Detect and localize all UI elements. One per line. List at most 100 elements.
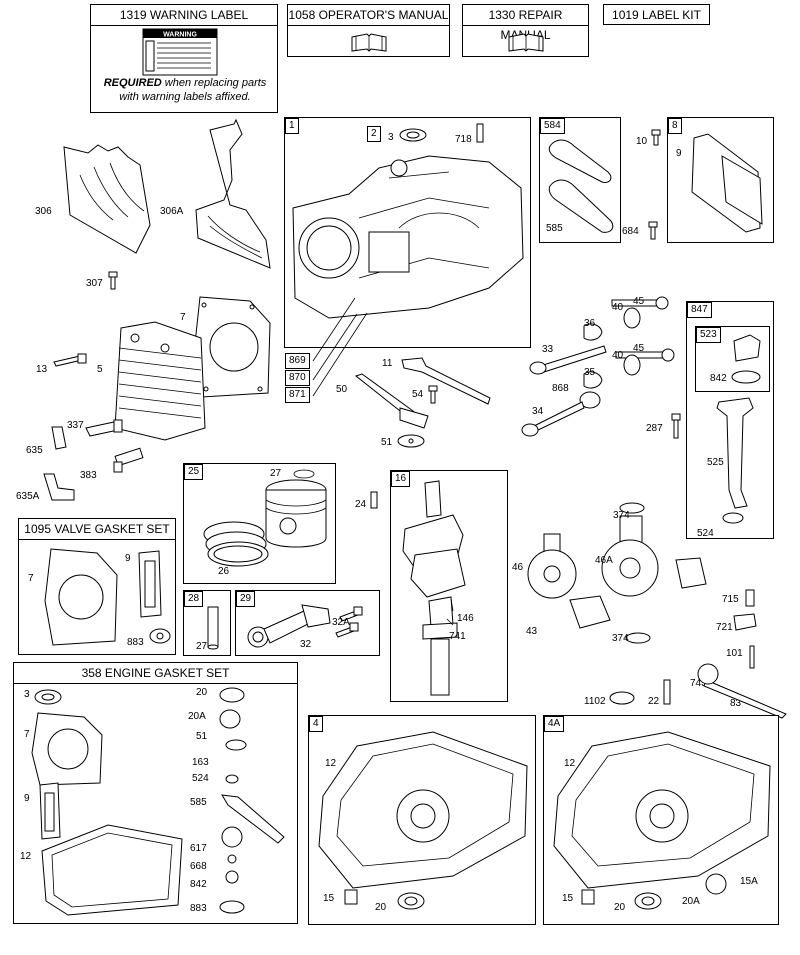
callout-32a: 32A bbox=[332, 617, 350, 628]
callout-40a: 40 bbox=[612, 302, 624, 313]
cylinder-shield-306a bbox=[195, 118, 271, 269]
screw-icon bbox=[428, 385, 438, 404]
oil-sump bbox=[553, 731, 771, 895]
callout-46: 46 bbox=[512, 562, 524, 573]
crankcase-block bbox=[292, 155, 524, 319]
callout-1102: 1102 bbox=[584, 696, 606, 707]
callout-307: 307 bbox=[86, 278, 103, 289]
warning-label-box: 1319 WARNING LABEL WARNING REQUIRED when… bbox=[90, 4, 278, 113]
callout-5: 5 bbox=[97, 364, 103, 375]
spark-plug bbox=[85, 419, 123, 437]
spark-plug-boot bbox=[51, 426, 67, 450]
callout-45b: 45 bbox=[633, 343, 645, 354]
valve-cover-gasket-top bbox=[548, 139, 612, 183]
callout-684: 684 bbox=[622, 226, 639, 237]
screw-icon bbox=[108, 271, 118, 290]
callout-27b: 27 bbox=[196, 641, 208, 652]
warning-note: REQUIRED when replacing parts with warni… bbox=[103, 77, 267, 103]
manual-book-icon bbox=[351, 33, 387, 52]
callout-e9: 9 bbox=[24, 793, 30, 804]
callout-35: 35 bbox=[584, 367, 596, 378]
callout-34: 34 bbox=[532, 406, 544, 417]
operators-manual-title: 1058 OPERATOR'S MANUAL bbox=[288, 5, 449, 26]
screw-icon bbox=[651, 129, 661, 146]
callout-e842: 842 bbox=[190, 879, 207, 890]
dipstick-subgroup-523: 523 842 bbox=[695, 326, 770, 392]
cylinder-block-group: 1 2 3 718 bbox=[284, 117, 531, 397]
callout-868: 868 bbox=[552, 383, 569, 394]
connecting-rod bbox=[247, 604, 331, 648]
valve-train bbox=[521, 296, 675, 437]
callout-40b: 40 bbox=[612, 350, 624, 361]
callout-13: 13 bbox=[36, 364, 48, 375]
callout-54: 54 bbox=[412, 389, 424, 400]
label-kit-box: 1019 LABEL KIT bbox=[603, 4, 710, 25]
callout-v9: 9 bbox=[125, 553, 131, 564]
engine-gasket-set: 358 ENGINE GASKET SET 3 7 9 12 20 20A 51… bbox=[13, 662, 298, 924]
group-tag-4: 4 bbox=[309, 716, 323, 732]
callout-3: 3 bbox=[388, 132, 394, 143]
valve-cover-gasket bbox=[39, 782, 61, 840]
group-tag-847: 847 bbox=[687, 302, 712, 318]
callout-leader-lines bbox=[446, 598, 454, 626]
screw-icon bbox=[671, 413, 681, 439]
callout-83: 83 bbox=[730, 698, 742, 709]
callout-e163: 163 bbox=[192, 757, 209, 768]
callout-383: 383 bbox=[80, 470, 97, 481]
head-gasket bbox=[31, 712, 103, 786]
repair-manual-title: 1330 REPAIR MANUAL bbox=[463, 5, 588, 42]
repair-manual-box: 1330 REPAIR MANUAL bbox=[462, 4, 589, 57]
warning-label-title: 1319 WARNING LABEL bbox=[91, 5, 277, 26]
valve-cover-gasket bbox=[138, 550, 162, 618]
group-tag-8: 8 bbox=[668, 118, 682, 134]
callout-24: 24 bbox=[355, 499, 367, 510]
callout-t12: 12 bbox=[564, 758, 576, 769]
dipstick-group-847: 847 523 842 525 524 bbox=[686, 301, 774, 539]
oil-seal bbox=[634, 892, 662, 910]
callout-leader-lines bbox=[312, 297, 368, 397]
wrist-pin bbox=[207, 606, 219, 650]
dipstick-cap bbox=[731, 334, 761, 384]
callout-e3: 3 bbox=[24, 689, 30, 700]
callout-e585: 585 bbox=[190, 797, 207, 808]
warning-sticker-title: WARNING bbox=[163, 32, 197, 39]
oil-seal bbox=[34, 689, 62, 705]
piston-rings bbox=[203, 521, 269, 567]
wrist-pin-group-28: 28 27 bbox=[183, 590, 231, 656]
callout-11: 11 bbox=[382, 358, 393, 369]
callout-7: 7 bbox=[180, 312, 186, 323]
valve-cover-group-8: 8 9 bbox=[667, 117, 774, 243]
callout-635a: 635A bbox=[16, 491, 40, 502]
group-tag-2: 2 bbox=[367, 126, 381, 142]
screw-icon bbox=[648, 221, 658, 240]
callout-e617: 617 bbox=[190, 843, 207, 854]
oil-seal bbox=[397, 892, 425, 910]
callout-718: 718 bbox=[455, 134, 472, 145]
valve-cover bbox=[691, 133, 763, 233]
callout-43: 43 bbox=[526, 626, 538, 637]
callout-45a: 45 bbox=[633, 296, 645, 307]
callout-e524: 524 bbox=[192, 773, 209, 784]
callout-e51: 51 bbox=[196, 731, 208, 742]
callout-v7: 7 bbox=[28, 573, 34, 584]
callout-27a: 27 bbox=[270, 468, 282, 479]
piston-group-25: 25 27 26 bbox=[183, 463, 336, 584]
callout-635: 635 bbox=[26, 445, 43, 456]
valve-cover-gasket-bottom bbox=[548, 179, 614, 233]
callout-51: 51 bbox=[381, 437, 393, 448]
cylinder-head bbox=[114, 321, 206, 441]
sump-group-4a: 4A 12 15 20 20A 15A bbox=[543, 715, 779, 925]
drain-plug bbox=[344, 889, 358, 905]
callout-306a: 306A bbox=[160, 206, 184, 217]
callout-46a: 46A bbox=[595, 555, 613, 566]
callout-e883: 883 bbox=[190, 903, 207, 914]
callout-743: 743 bbox=[690, 678, 707, 689]
callout-721: 721 bbox=[716, 622, 733, 633]
callout-715: 715 bbox=[722, 594, 739, 605]
gasket-group-584: 584 585 bbox=[539, 117, 621, 243]
governor-parts bbox=[609, 589, 787, 719]
group-tag-25: 25 bbox=[184, 464, 204, 480]
spark-plug-boot-635a bbox=[43, 473, 75, 501]
callout-287: 287 bbox=[646, 423, 663, 434]
crankshaft-group-16: 16 146 741 bbox=[390, 470, 508, 702]
